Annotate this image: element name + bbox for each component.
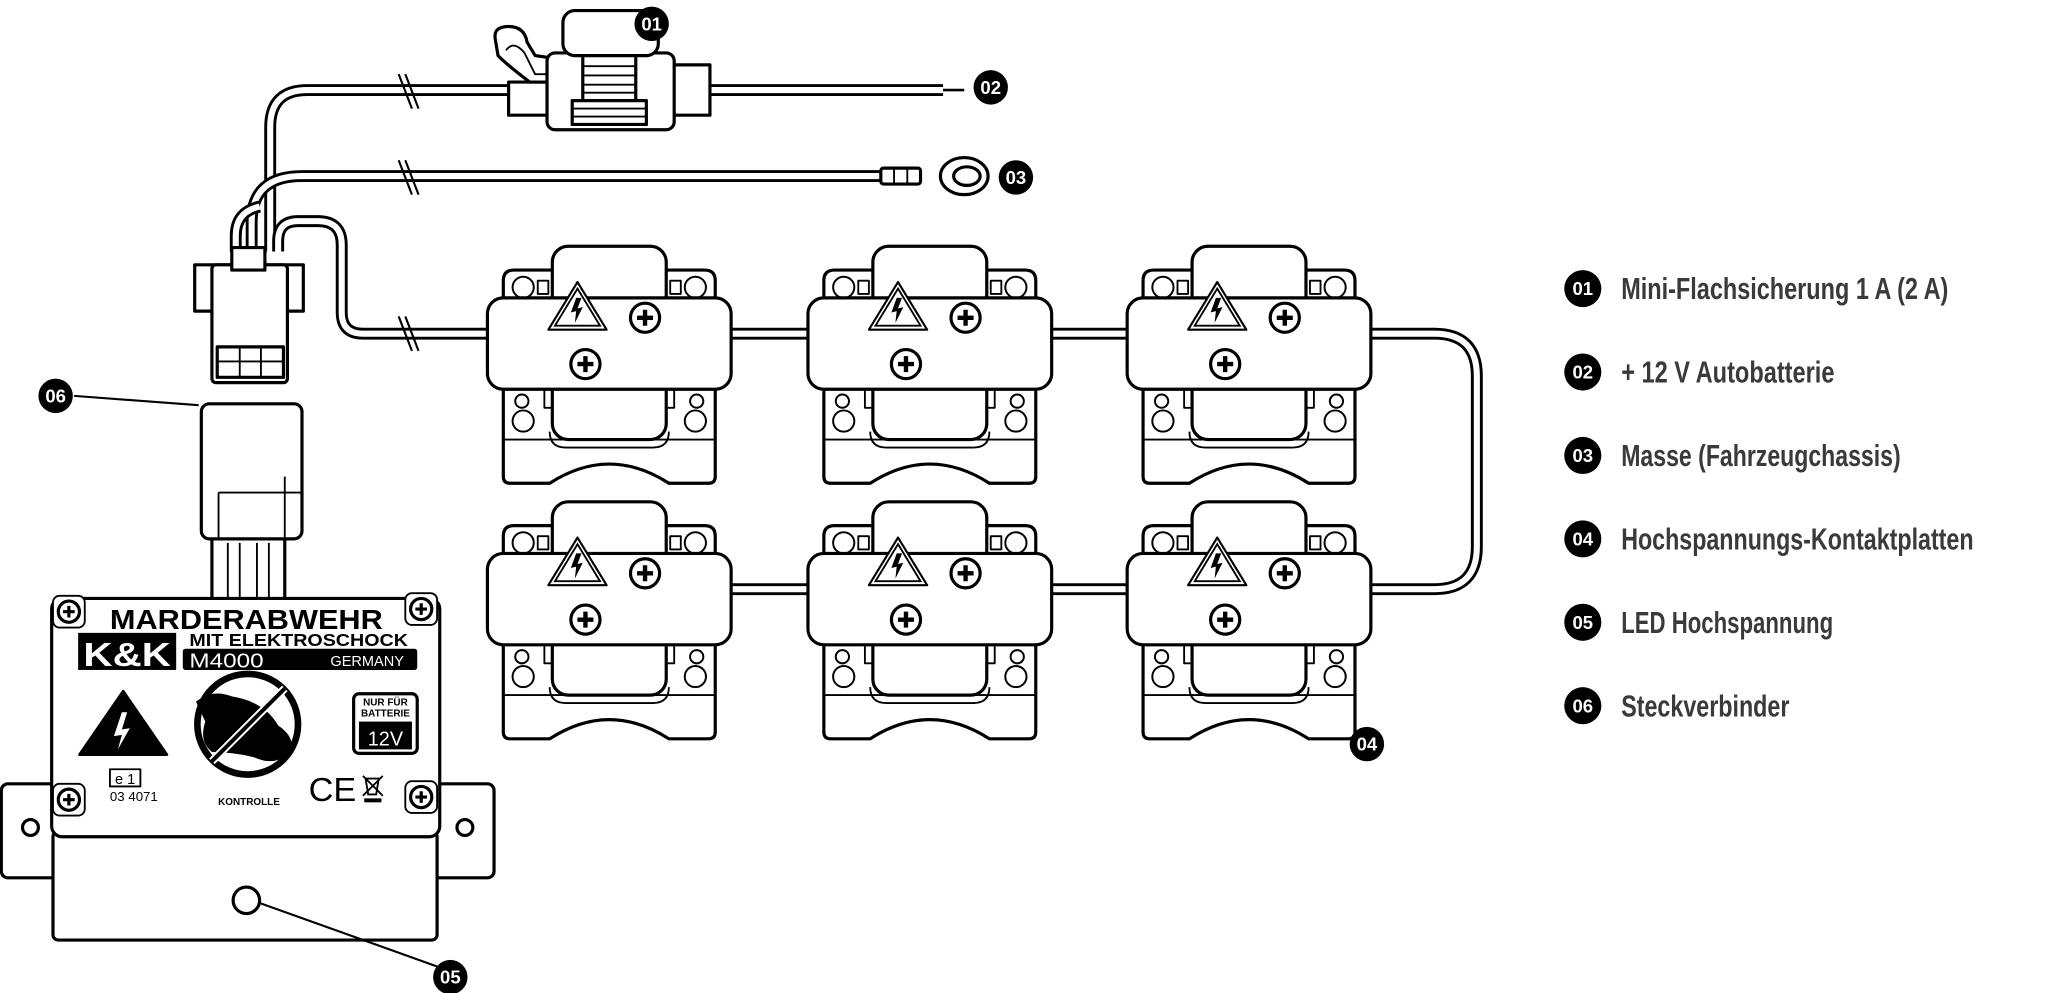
screw-icon xyxy=(628,301,662,334)
control-label: KONTROLLE xyxy=(218,797,280,808)
plug-connector xyxy=(199,402,304,603)
socket-terminals xyxy=(215,345,286,379)
cables xyxy=(229,73,1483,596)
svg-text:Masse (Fahrzeugchassis): Masse (Fahrzeugchassis) xyxy=(1621,439,1900,473)
high-voltage-warning-icon xyxy=(547,280,608,331)
fuse-cable xyxy=(264,84,965,252)
legend-item-02: 02 + 12 V Autobatterie xyxy=(1564,353,1834,391)
brand-logo: K&K xyxy=(83,637,171,674)
svg-text:03: 03 xyxy=(1006,167,1027,188)
svg-text:03: 03 xyxy=(1572,445,1593,466)
svg-text:01: 01 xyxy=(641,13,662,34)
battery-text-1: NUR FÜR xyxy=(363,698,408,709)
device-title: MARDERABWEHR xyxy=(110,604,383,635)
badge-03: 03 xyxy=(998,160,1034,195)
ground-cable xyxy=(229,170,884,252)
screw-icon xyxy=(889,603,923,636)
model-number: M4000 xyxy=(189,650,263,672)
svg-text:02: 02 xyxy=(1572,362,1593,383)
badge-02: 02 xyxy=(973,70,1008,105)
badge-06: 06 xyxy=(38,378,73,414)
svg-text:04: 04 xyxy=(1572,528,1593,549)
svg-text:LED Hochspannung: LED Hochspannung xyxy=(1621,606,1833,640)
badge-05: 05 xyxy=(433,959,468,993)
device-subtitle: MIT ELEKTROSCHOCK xyxy=(189,630,408,650)
contact-plate xyxy=(1125,500,1373,741)
ce-mark: CE xyxy=(309,772,357,809)
approval-number: 03 4071 xyxy=(110,789,158,804)
high-voltage-warning-icon xyxy=(547,536,608,587)
screw-icon xyxy=(569,347,602,381)
approval-mark: e 1 xyxy=(115,772,135,788)
legend-item-05: 05 LED Hochspannung xyxy=(1564,603,1833,641)
screw-icon xyxy=(409,596,434,622)
svg-text:04: 04 xyxy=(1357,734,1378,755)
screw-icon xyxy=(569,603,602,636)
contact-plate xyxy=(1125,244,1373,485)
model-bar xyxy=(182,648,418,670)
screw-icon xyxy=(409,784,434,810)
high-voltage-warning-icon xyxy=(1187,280,1248,331)
weee-bin-icon xyxy=(362,775,384,803)
high-voltage-warning-icon xyxy=(1187,536,1248,587)
high-voltage-warning-icon xyxy=(867,536,929,587)
led-indicator xyxy=(231,885,262,916)
marten-repeller-unit: MARDERABWEHR K&K MIT ELEKTROSCHOCK M4000… xyxy=(0,592,496,942)
screw-icon xyxy=(1209,347,1242,381)
screw-icon xyxy=(1268,301,1301,334)
screw-icon xyxy=(1268,557,1301,590)
legend-item-01: 01 Mini-Flachsicherung 1 A (2 A) xyxy=(1564,270,1948,308)
mini-blade-fuse-holder xyxy=(493,9,712,132)
svg-text:01: 01 xyxy=(1572,278,1593,299)
svg-text:Hochspannungs-Kontaktplatten: Hochspannungs-Kontaktplatten xyxy=(1621,522,1973,556)
brand-logo-box xyxy=(78,632,177,670)
high-voltage-warning-icon xyxy=(78,689,169,757)
contact-plate xyxy=(485,244,733,485)
legend-item-04: 04 Hochspannungs-Kontaktplatten xyxy=(1564,520,1974,558)
svg-text:06: 06 xyxy=(1572,695,1593,716)
high-voltage-warning-icon xyxy=(867,280,929,331)
contact-plate xyxy=(806,500,1054,741)
battery-only-icon: NUR FÜR BATTERIE 12V xyxy=(352,692,419,755)
plate-interconnect-wires xyxy=(731,327,1483,596)
screw-icon xyxy=(949,301,982,334)
screw-icon xyxy=(56,599,82,624)
screw-icon xyxy=(628,557,662,590)
screw-icon xyxy=(56,787,82,812)
break-marks xyxy=(397,73,420,352)
battery-voltage: 12V xyxy=(368,728,404,750)
svg-text:+ 12 V Autobatterie: + 12 V Autobatterie xyxy=(1621,356,1834,390)
screw-icon xyxy=(1209,603,1242,636)
ring-terminal xyxy=(879,155,990,197)
origin-label: GERMANY xyxy=(330,654,404,670)
legend-item-06: 06 Steckverbinder xyxy=(1564,687,1790,725)
badge-01: 01 xyxy=(634,6,669,42)
high-voltage-contact-plates xyxy=(485,244,1373,741)
connector-socket xyxy=(193,245,305,385)
svg-text:06: 06 xyxy=(45,385,66,406)
svg-text:05: 05 xyxy=(440,967,461,988)
svg-text:05: 05 xyxy=(1572,612,1593,633)
legend-item-03: 03 Masse (Fahrzeugchassis) xyxy=(1564,436,1901,474)
svg-text:02: 02 xyxy=(980,77,1001,98)
contact-plate xyxy=(485,500,733,741)
device-screws xyxy=(52,592,439,817)
fuse-element xyxy=(570,54,648,127)
screw-icon xyxy=(889,347,923,381)
svg-text:Steckverbinder: Steckverbinder xyxy=(1621,689,1789,723)
interconnect-wire xyxy=(1370,327,1483,596)
screw-icon xyxy=(949,557,982,590)
svg-text:Mini-Flachsicherung 1 A (2 A): Mini-Flachsicherung 1 A (2 A) xyxy=(1621,272,1948,306)
contact-plate xyxy=(806,244,1054,485)
no-marten-icon xyxy=(194,670,302,778)
battery-text-2: BATTERIE xyxy=(361,708,410,719)
legend: 01 Mini-Flachsicherung 1 A (2 A) 02 + 12 V… xyxy=(1564,270,1974,725)
plate-cable xyxy=(272,215,491,340)
badge-04: 04 xyxy=(1349,726,1385,762)
